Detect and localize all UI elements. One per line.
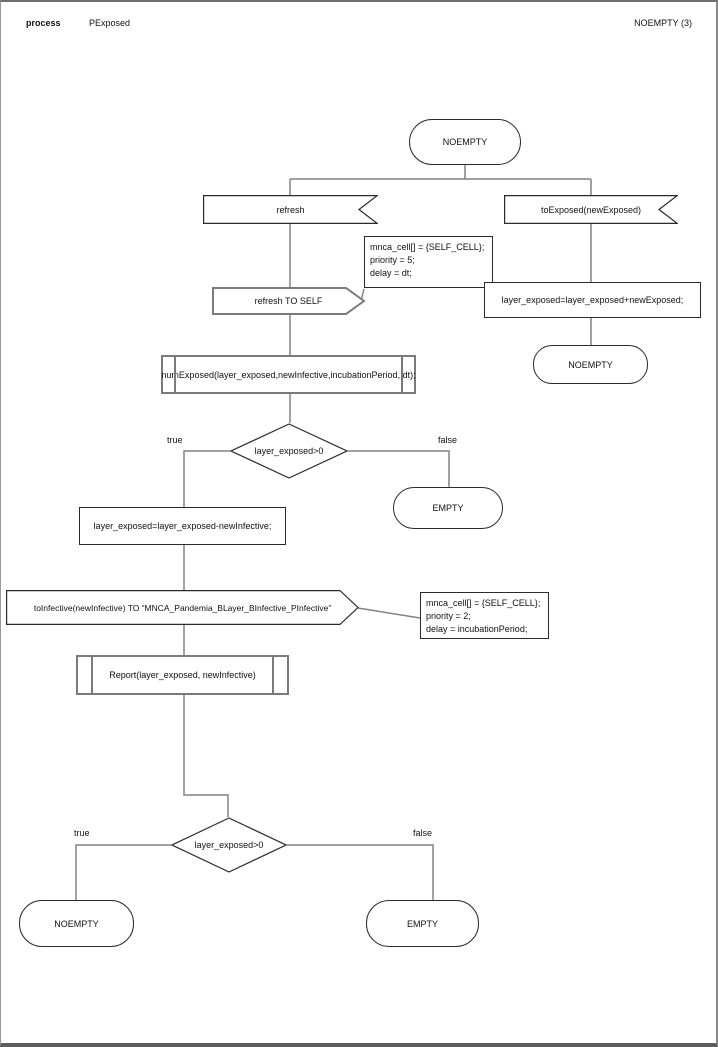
receive-label: toExposed(newExposed) [540,204,642,215]
note-line: mnca_cell[] = {SELF_CELL}; [426,598,541,608]
node-assign-sub-infective[interactable]: layer_exposed=layer_exposed-newInfective… [79,507,286,545]
node-call-numexposed[interactable]: numExposed(layer_exposed,newInfective,in… [161,355,416,394]
state-label: EMPTY [406,918,438,929]
call-label: numExposed(layer_exposed,newInfective,in… [161,369,416,380]
node-call-report[interactable]: Report(layer_exposed, newInfective) [76,655,289,695]
branch-true-label-2: true [74,828,90,838]
note-line: priority = 2; [426,611,471,621]
node-state-noempty-top[interactable]: NOEMPTY [409,119,521,165]
note-line: delay = incubationPeriod; [426,624,528,634]
state-label: NOEMPTY [54,918,99,929]
node-state-empty-mid[interactable]: EMPTY [393,487,503,529]
node-state-noempty-right[interactable]: NOEMPTY [533,345,648,384]
node-receive-refresh[interactable]: refresh [203,195,378,224]
assign-label: layer_exposed=layer_exposed+newExposed; [501,295,684,305]
branch-false-label-2: false [413,828,433,838]
note-line: priority = 5; [370,255,415,265]
predef-bar [401,357,403,392]
send-label: toInfective(newInfective) TO “MNCA_Pande… [33,602,332,613]
assign-label: layer_exposed=layer_exposed-newInfective… [93,521,272,531]
node-receive-toexposed[interactable]: toExposed(newExposed) [504,195,678,224]
state-label: NOEMPTY [568,359,613,370]
branch-true-label-1: true [167,435,183,445]
node-assign-add-exposed[interactable]: layer_exposed=layer_exposed+newExposed; [484,282,701,318]
node-state-noempty-bottom[interactable]: NOEMPTY [19,900,134,947]
send-label: refresh TO SELF [254,296,323,306]
node-state-empty-bottom[interactable]: EMPTY [366,900,479,947]
predef-bar [272,657,274,693]
node-send-refresh-to-self[interactable]: refresh TO SELF [212,287,365,315]
call-label: Report(layer_exposed, newInfective) [109,670,256,680]
node-send-toinfective[interactable]: toInfective(newInfective) TO “MNCA_Pande… [6,590,359,625]
branch-false-label-1: false [438,435,458,445]
decision-label: layer_exposed>0 [194,840,264,850]
header-state-count: NOEMPTY (3) [634,18,692,28]
predef-bar [91,657,93,693]
receive-label: refresh [276,204,305,215]
node-note-mnca-priority2[interactable]: mnca_cell[] = {SELF_CELL}; priority = 2;… [420,592,549,639]
note-line: mnca_cell[] = {SELF_CELL}; [370,242,485,252]
node-decision-layer-exposed-1[interactable]: layer_exposed>0 [230,423,348,479]
header-process-name: PExposed [89,18,131,28]
state-label: NOEMPTY [442,137,488,147]
node-note-mnca-priority5[interactable]: mnca_cell[] = {SELF_CELL}; priority = 5;… [364,236,493,288]
predef-bar [174,357,176,392]
state-label: EMPTY [432,503,464,513]
node-decision-layer-exposed-2[interactable]: layer_exposed>0 [171,817,287,873]
note-line: delay = dt; [370,268,412,278]
decision-label: layer_exposed>0 [254,446,324,456]
header-process-label: process [26,18,61,28]
